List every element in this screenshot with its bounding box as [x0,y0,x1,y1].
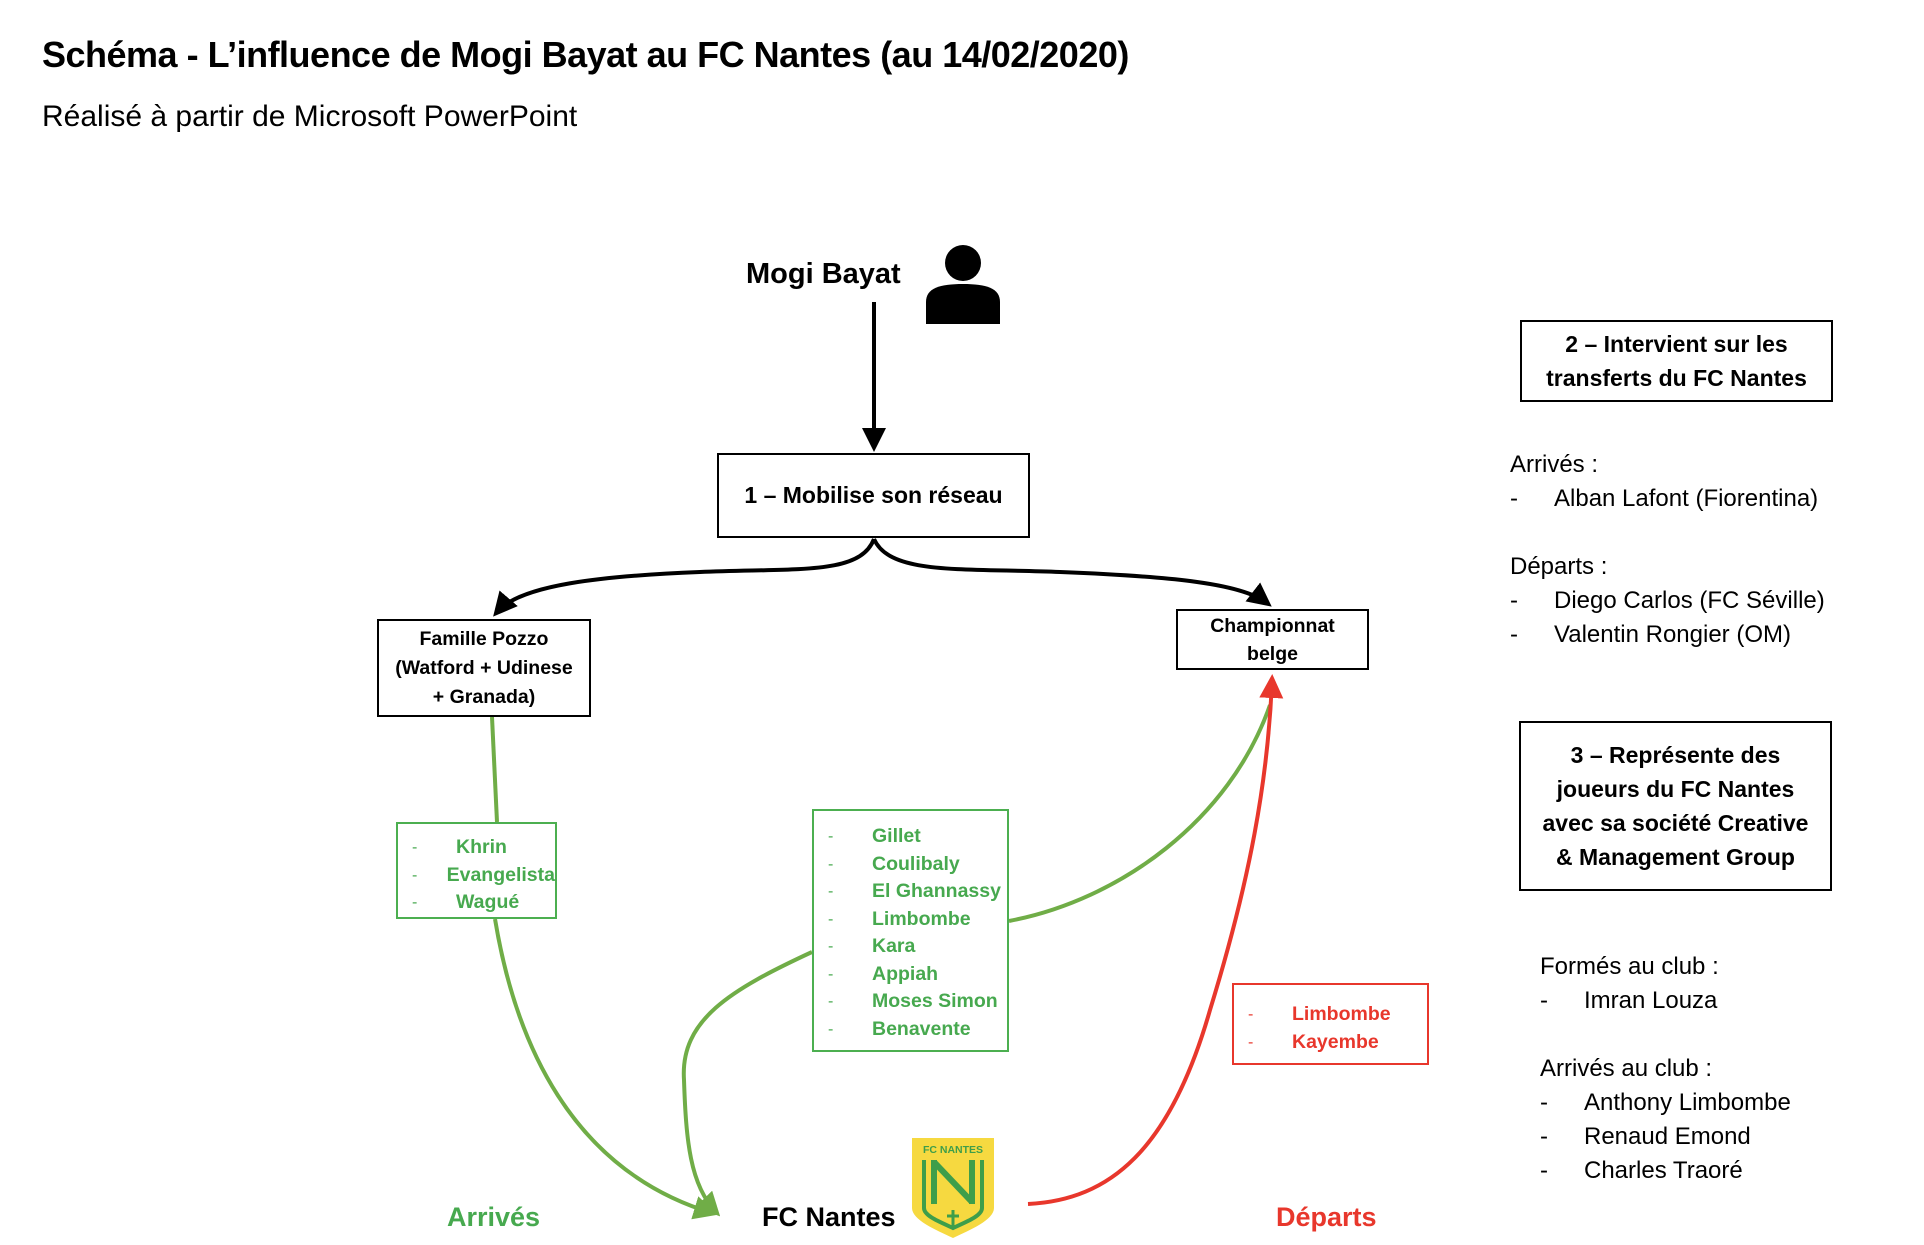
person-icon [924,244,1002,324]
list-item: -Kayembe [1248,1030,1379,1053]
step-3-box: 3 – Représente des joueurs du FC Nantes … [1519,721,1832,891]
transfers-departures-heading: Départs : [1510,553,1608,580]
belge-line: belge [1247,642,1298,665]
represented-block: Formés au club : -Imran Louza Arrivés au… [1540,950,1791,1188]
step-3-line: 3 – Représente des [1570,742,1781,768]
list-item: -Anthony Limbombe [1540,1089,1791,1116]
arrow-belge-arrivals-to-nantes [681,950,813,1217]
arrow-network-to-pozzo [493,538,876,617]
step-3-line: & Management Group [1556,844,1795,870]
belge-line: Championnat [1210,614,1335,637]
transfers-arrivals-heading: Arrivés : [1510,451,1599,478]
pozzo-line: Famille Pozzo [419,627,549,650]
list-item: -Diego Carlos (FC Séville) [1510,587,1825,614]
page-title: Schéma - L’influence de Mogi Bayat au FC… [42,34,1129,75]
list-item: -Imran Louza [1540,987,1718,1014]
page-subtitle: Réalisé à partir de Microsoft PowerPoint [42,100,578,133]
belge-box: Championnat belge [1176,609,1369,670]
list-item: -Gillet [828,825,921,847]
list-item: -Charles Traoré [1540,1157,1743,1184]
step-2-box: 2 – Intervient sur les transferts du FC … [1520,320,1833,402]
link-belge-to-arrivals-list [1008,704,1272,923]
step-3-line: avec sa société Creative [1542,810,1809,836]
agent-name: Mogi Bayat [746,258,901,290]
list-item: -Wagué [412,891,520,913]
trained-heading: Formés au club : [1540,953,1719,980]
list-item: -Khrin [412,836,507,858]
list-item: -Evangelista [412,863,555,886]
list-item: -Appiah [828,962,939,985]
belge-arrivals-list: -Gillet -Coulibaly -El Ghannassy -Limbom… [812,809,1009,1052]
club-label: FC Nantes [762,1202,896,1232]
list-item: -Renaud Emond [1540,1123,1751,1150]
pozzo-arrivals-list: -Khrin -Evangelista -Wagué [396,822,557,919]
list-item: -Coulibaly [828,852,960,875]
list-item: -Benavente [828,1017,971,1040]
crest-text: FC NANTES [923,1144,983,1156]
list-item: -Limbombe [828,907,971,930]
pozzo-line: + Granada) [432,685,536,708]
step-3-line: joueurs du FC Nantes [1556,776,1795,802]
step-2-line: transferts du FC Nantes [1546,365,1807,391]
list-item: -Kara [828,935,916,957]
transfers-block: Arrivés : -Alban Lafont (Fiorentina) Dép… [1510,448,1825,652]
link-pozzo-to-arrivals-list [490,716,499,823]
departures-label: Départs [1276,1202,1377,1232]
list-item: -El Ghannassy [828,880,1001,902]
list-item: -Valentin Rongier (OM) [1510,621,1791,648]
list-item: -Alban Lafont (Fiorentina) [1510,485,1819,512]
list-item: -Limbombe [1248,1003,1391,1025]
step-1-box: 1 – Mobilise son réseau [717,453,1030,538]
list-item: -Moses Simon [828,990,998,1012]
arrived-heading: Arrivés au club : [1540,1055,1713,1082]
arrow-nantes-departures-to-belge [1027,674,1284,1206]
pozzo-box: Famille Pozzo (Watford + Udinese + Grana… [377,619,591,717]
fc-nantes-crest-icon: FC NANTES [910,1136,996,1240]
arrow-network-to-belge [872,538,1272,607]
belge-departures-list: -Limbombe -Kayembe [1232,983,1429,1065]
arrow-pozzo-arrivals-to-nantes [493,918,718,1220]
step-2-line: 2 – Intervient sur les [1565,331,1788,357]
arrivals-label: Arrivés [447,1202,541,1232]
step-1-label: 1 – Mobilise son réseau [744,482,1003,508]
pozzo-line: (Watford + Udinese [395,656,573,679]
